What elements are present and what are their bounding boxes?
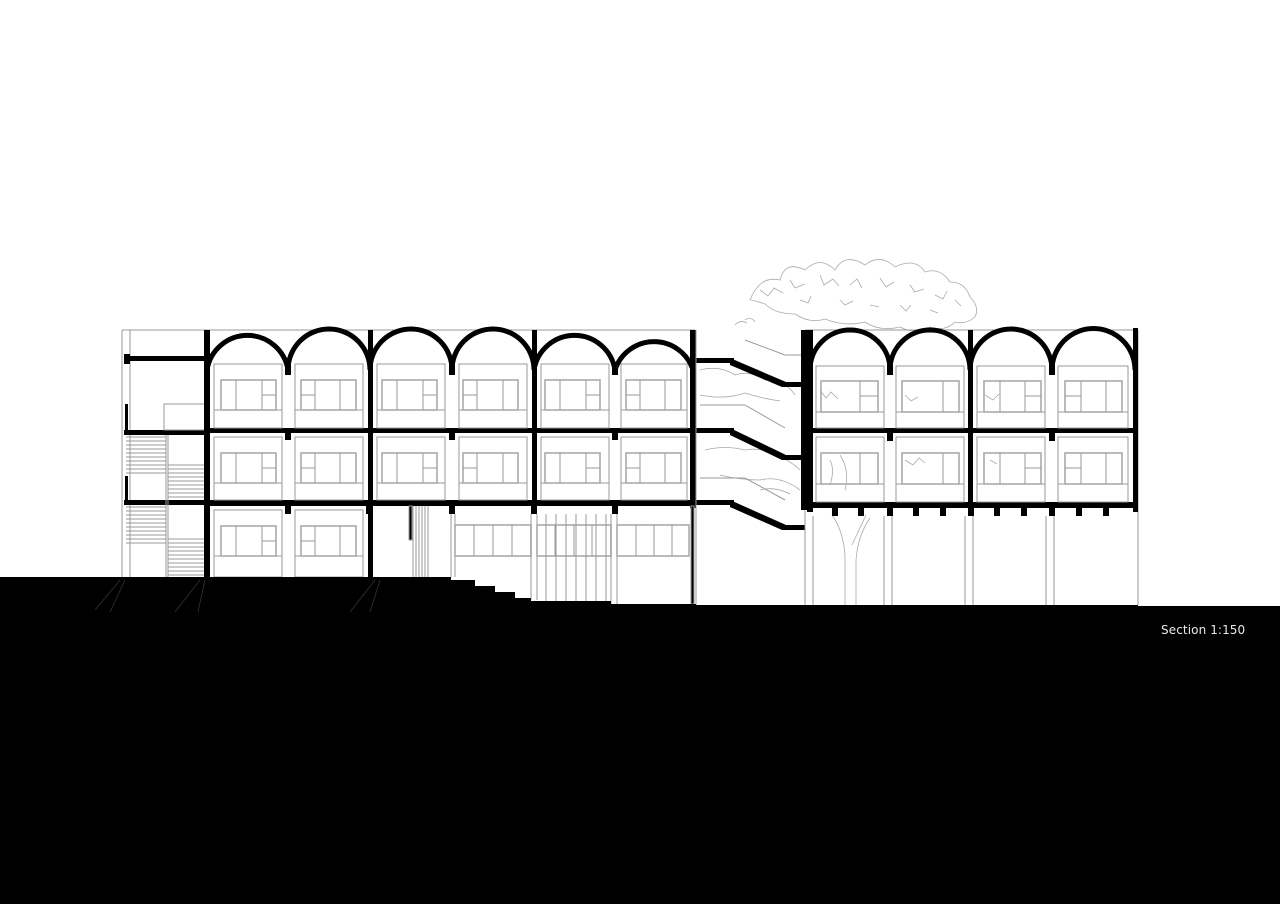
central-stair xyxy=(695,330,807,605)
left-block xyxy=(204,326,696,577)
tree-canopy xyxy=(699,259,1000,495)
stair-treads xyxy=(126,436,207,576)
ground-hatch xyxy=(94,579,381,613)
section-scale-label: Section 1:150 xyxy=(1161,623,1246,637)
left-stair-core xyxy=(124,354,208,577)
left-block-windows xyxy=(213,363,695,605)
ground xyxy=(0,577,1280,904)
right-block xyxy=(807,326,1138,605)
ground-hall xyxy=(408,505,695,605)
bay-row-2 xyxy=(213,436,688,501)
tree-trunk xyxy=(831,514,871,605)
bay-row-3 xyxy=(213,363,688,429)
bay-row-1 xyxy=(213,509,364,578)
